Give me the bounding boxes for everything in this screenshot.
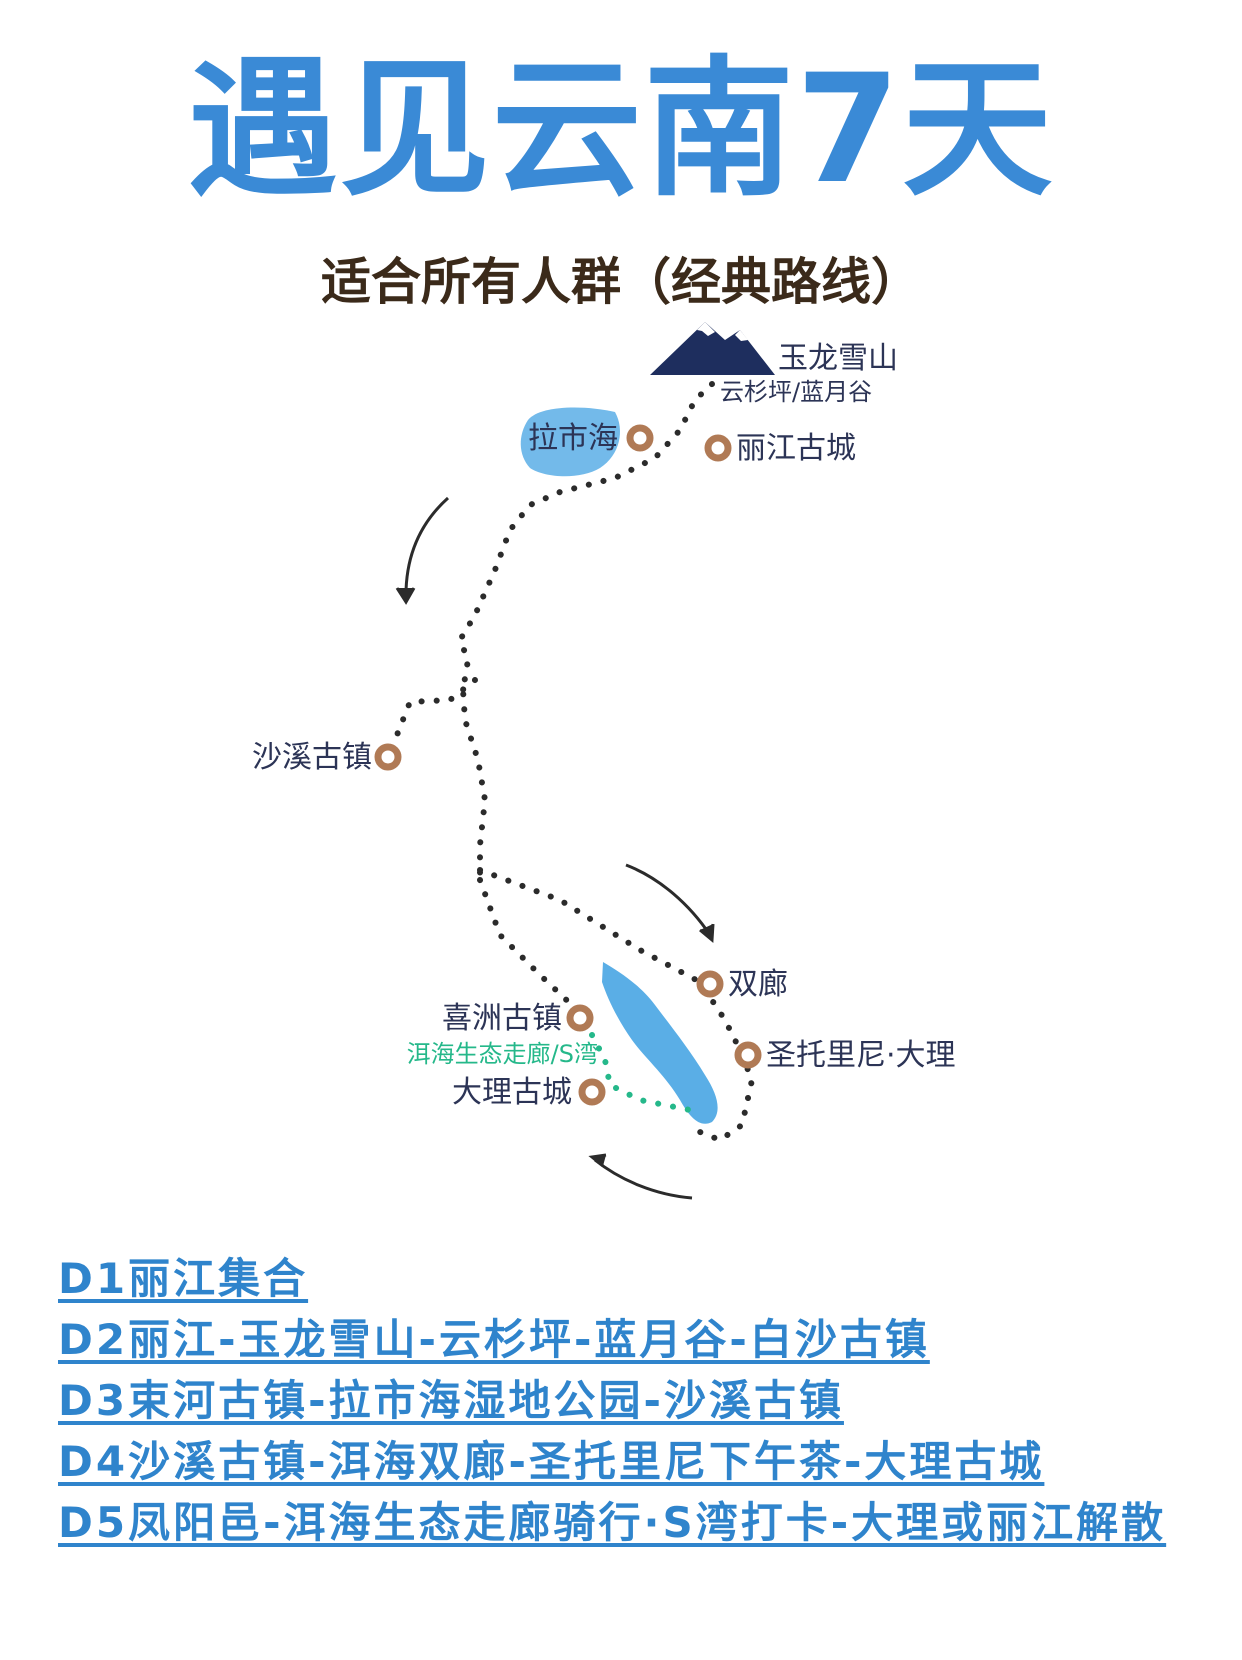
page-subtitle: 适合所有人群（经典路线） (321, 253, 921, 311)
page-title: 遇见云南7天 (187, 43, 1055, 217)
arrow-right-icon (625, 863, 715, 944)
label-lashihai: 拉市海 (528, 421, 618, 456)
label-lijiang: 丽江古城 (736, 431, 856, 466)
label-dali: 大理古城 (452, 1075, 572, 1110)
itinerary-day-4[interactable]: D4沙溪古镇-洱海双廊-圣托里尼下午茶-大理古城 (58, 1437, 1045, 1486)
label-xizhou: 喜洲古镇 (442, 1001, 562, 1036)
marker-lijiang (704, 434, 732, 462)
marker-lashihai (626, 424, 654, 452)
label-shuanglang: 双廊 (728, 967, 788, 1002)
itinerary-day-1[interactable]: D1丽江集合 (58, 1254, 309, 1303)
mountain-icon (650, 322, 775, 375)
label-yulong: 玉龙雪山 (778, 341, 898, 376)
label-yunshan: 云杉坪/蓝月谷 (720, 378, 872, 406)
arrow-down-icon (395, 496, 450, 605)
marker-santorini (734, 1041, 762, 1069)
label-santorini: 圣托里尼·大理 (766, 1038, 956, 1073)
route-main (456, 381, 715, 883)
arrow-left-icon (588, 1153, 693, 1200)
label-corridor: 洱海生态走廊/S湾 (407, 1040, 598, 1068)
itinerary-day-2[interactable]: D2丽江-玉龙雪山-云杉坪-蓝月谷-白沙古镇 (58, 1315, 930, 1364)
marker-xizhou (566, 1004, 594, 1032)
marker-dali (578, 1078, 606, 1106)
label-shaxi: 沙溪古镇 (252, 740, 372, 775)
itinerary-list: D1丽江集合 D2丽江-玉龙雪山-云杉坪-蓝月谷-白沙古镇 D3束河古镇-拉市海… (58, 1248, 1166, 1553)
marker-shuanglang (696, 970, 724, 998)
itinerary-day-3[interactable]: D3束河古镇-拉市海湿地公园-沙溪古镇 (58, 1376, 844, 1425)
lashihai-lake (520, 407, 620, 477)
route-shaxi (392, 677, 478, 743)
itinerary-day-5[interactable]: D5凤阳邑-洱海生态走廊骑行·S湾打卡-大理或丽江解散 (58, 1498, 1167, 1547)
route-xizhou (477, 877, 578, 1011)
marker-shaxi (374, 743, 402, 771)
route-map: 玉龙雪山 云杉坪/蓝月谷 拉市海 丽江古城 沙溪古镇 双廊 圣托里尼·大理 喜洲… (252, 322, 956, 1200)
route-corridor (589, 1032, 693, 1113)
erhai-lake (602, 962, 718, 1124)
